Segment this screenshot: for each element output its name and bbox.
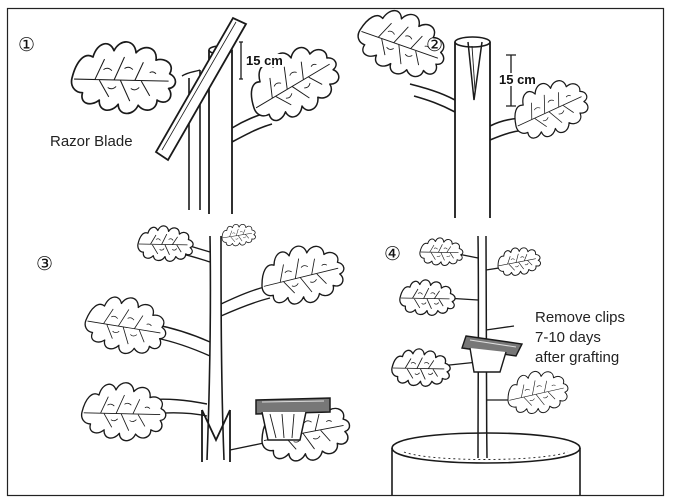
measurement-label-2: 15 cm — [498, 73, 537, 86]
remove-clips-note-line-3: after grafting — [535, 348, 619, 368]
razor-blade-label: Razor Blade — [50, 132, 133, 152]
panel-1 — [156, 18, 272, 214]
remove-clips-note-line-1: Remove clips — [535, 308, 625, 328]
step-number-1: ① — [18, 36, 35, 55]
measurement-label-1: 15 cm — [245, 54, 284, 67]
remove-clips-note-line-2: 7-10 days — [535, 328, 601, 348]
grafting-clip-4 — [462, 336, 522, 372]
measurement-bracket-1 — [239, 42, 243, 79]
step-number-2: ② — [426, 36, 443, 55]
step-number-3: ③ — [36, 255, 53, 274]
step-number-4: ④ — [384, 245, 401, 264]
